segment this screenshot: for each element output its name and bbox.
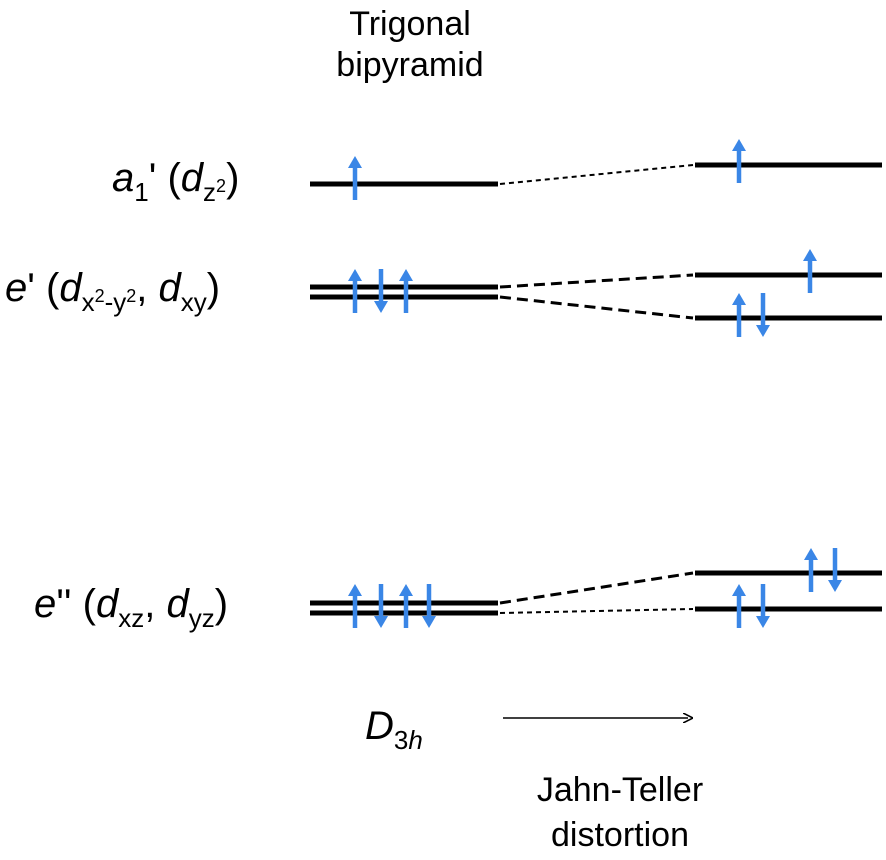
label-e-prime: e' (dx2-y2, dxy) — [5, 266, 221, 317]
label-e-prime-mark: ' — [27, 266, 35, 310]
correlation-e-prime-lower — [499, 295, 694, 320]
electron-up-a1-right-1 — [732, 139, 746, 183]
electron-up-e-dblprime-right-lower-1 — [732, 584, 746, 628]
electron-arrows — [348, 139, 842, 628]
electron-down-e-dblprime-left-4 — [422, 584, 436, 628]
label-a1-prime: a1' (dz2) — [112, 156, 240, 207]
electron-down-e-dblprime-right-upper-2 — [828, 548, 842, 592]
label-a1-orb-sup: 2 — [216, 176, 227, 196]
electron-down-e-dblprime-left-2 — [374, 584, 388, 628]
point-group-sub-it: h — [408, 725, 423, 755]
label-e-dblprime-sym: e — [34, 582, 57, 626]
label-e-dblprime-orb1-sub: xz — [118, 603, 145, 633]
label-e-prime-orb2-sub: xy — [180, 287, 207, 317]
label-a1-sub: 1 — [134, 177, 149, 207]
diagram-title: Trigonal bipyramid — [300, 4, 520, 87]
label-e-prime-orb1-sup1: 2 — [94, 286, 105, 306]
correlation-e-dblprime-lower — [499, 608, 694, 614]
electron-up-a1-left-1 — [348, 156, 362, 200]
electron-up-e-dblprime-left-3 — [399, 584, 413, 628]
electron-down-e-prime-left-2 — [374, 269, 388, 313]
electron-down-e-dblprime-right-lower-2 — [756, 584, 770, 628]
correlation-a1 — [499, 164, 694, 185]
title-line-1: Trigonal — [349, 5, 471, 43]
label-e-prime-orb1-base: x — [81, 287, 95, 317]
label-e-prime-orb1-sup2: 2 — [126, 286, 137, 306]
electron-up-e-prime-right-lower-1 — [732, 293, 746, 337]
arrow-caption-line-2: distortion — [551, 816, 689, 855]
electron-up-e-dblprime-left-1 — [348, 584, 362, 628]
electron-up-e-dblprime-right-upper-1 — [804, 548, 818, 592]
point-group-base: D — [365, 704, 394, 748]
title-line-2: bipyramid — [336, 46, 484, 85]
label-e-prime-sym: e — [5, 266, 28, 310]
label-a1-orb-sub: z — [203, 177, 217, 207]
label-e-double-prime: e'' (dxz, dyz) — [34, 582, 229, 633]
point-group-sub-num: 3 — [393, 725, 409, 755]
electron-up-e-prime-left-3 — [399, 269, 413, 313]
correlation-e-dblprime-upper — [499, 571, 694, 605]
label-e-dblprime-orb2-sub: yz — [188, 603, 215, 633]
label-e-prime-orb1-mid: -y — [104, 287, 127, 317]
arrow-caption-line-1: Jahn-Teller — [536, 771, 704, 809]
point-group-label: D3h — [365, 704, 423, 753]
electron-down-e-prime-right-lower-2 — [756, 293, 770, 337]
label-e-dblprime-mark: '' — [56, 582, 72, 626]
label-a1-prime-mark: ' — [148, 156, 157, 200]
label-a1-sym: a — [112, 156, 135, 200]
electron-up-e-prime-left-1 — [348, 269, 362, 313]
arrow-caption: Jahn-Teller distortion — [455, 768, 785, 858]
correlation-e-prime-upper — [499, 273, 694, 289]
electron-up-e-prime-right-upper-1 — [803, 249, 817, 293]
